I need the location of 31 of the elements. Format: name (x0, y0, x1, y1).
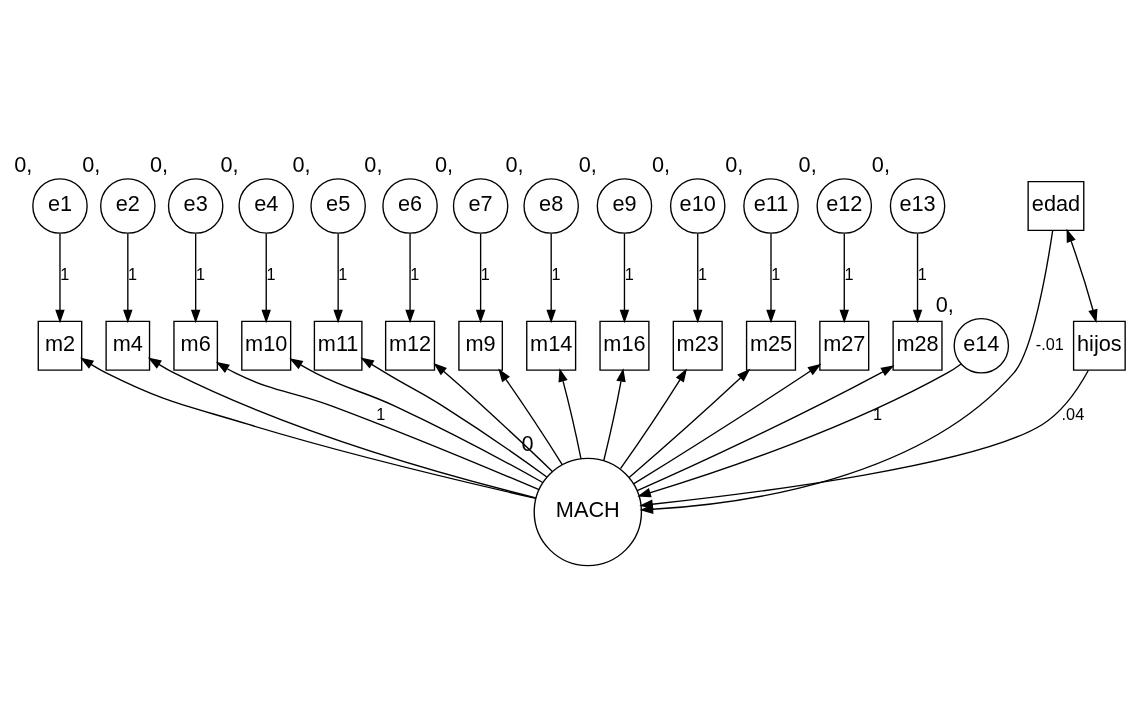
edge-label: 1 (624, 264, 634, 283)
edge-label: 1 (128, 264, 138, 283)
node-label: 0, (578, 151, 597, 177)
edge-label: .04 (1061, 404, 1085, 423)
node-label: 0, (14, 151, 33, 177)
edge-label: 1 (410, 264, 420, 283)
node-label: 0, (505, 151, 524, 177)
edge-label: 1 (338, 264, 348, 283)
edge-label: 1 (697, 264, 707, 283)
node-label: 0, (652, 151, 671, 177)
node-label: 0, (434, 151, 454, 177)
node-label: 0, (935, 291, 954, 317)
node-label: 0, (292, 151, 311, 177)
edge-label: 1 (771, 264, 781, 283)
node-label: 0, (220, 151, 239, 177)
node-label: 0, (725, 151, 744, 177)
edge-label: 1 (917, 264, 927, 283)
node-label: 0, (871, 151, 890, 177)
edge-label: 1 (376, 404, 386, 423)
edge-label: 1 (480, 264, 490, 283)
node-label: 0, (149, 151, 169, 177)
edge-label: 1 (195, 264, 205, 283)
edge-label: 1 (60, 264, 70, 283)
edge-label: 1 (266, 264, 276, 283)
edge-label: 1 (873, 404, 883, 423)
edge-label: 1 (551, 264, 561, 283)
node-label: 0, (364, 151, 383, 177)
edge-label: -.01 (1035, 334, 1064, 353)
node-label: 0, (82, 151, 101, 177)
edge-label: 1 (844, 264, 854, 283)
node-label: 0, (798, 151, 817, 177)
